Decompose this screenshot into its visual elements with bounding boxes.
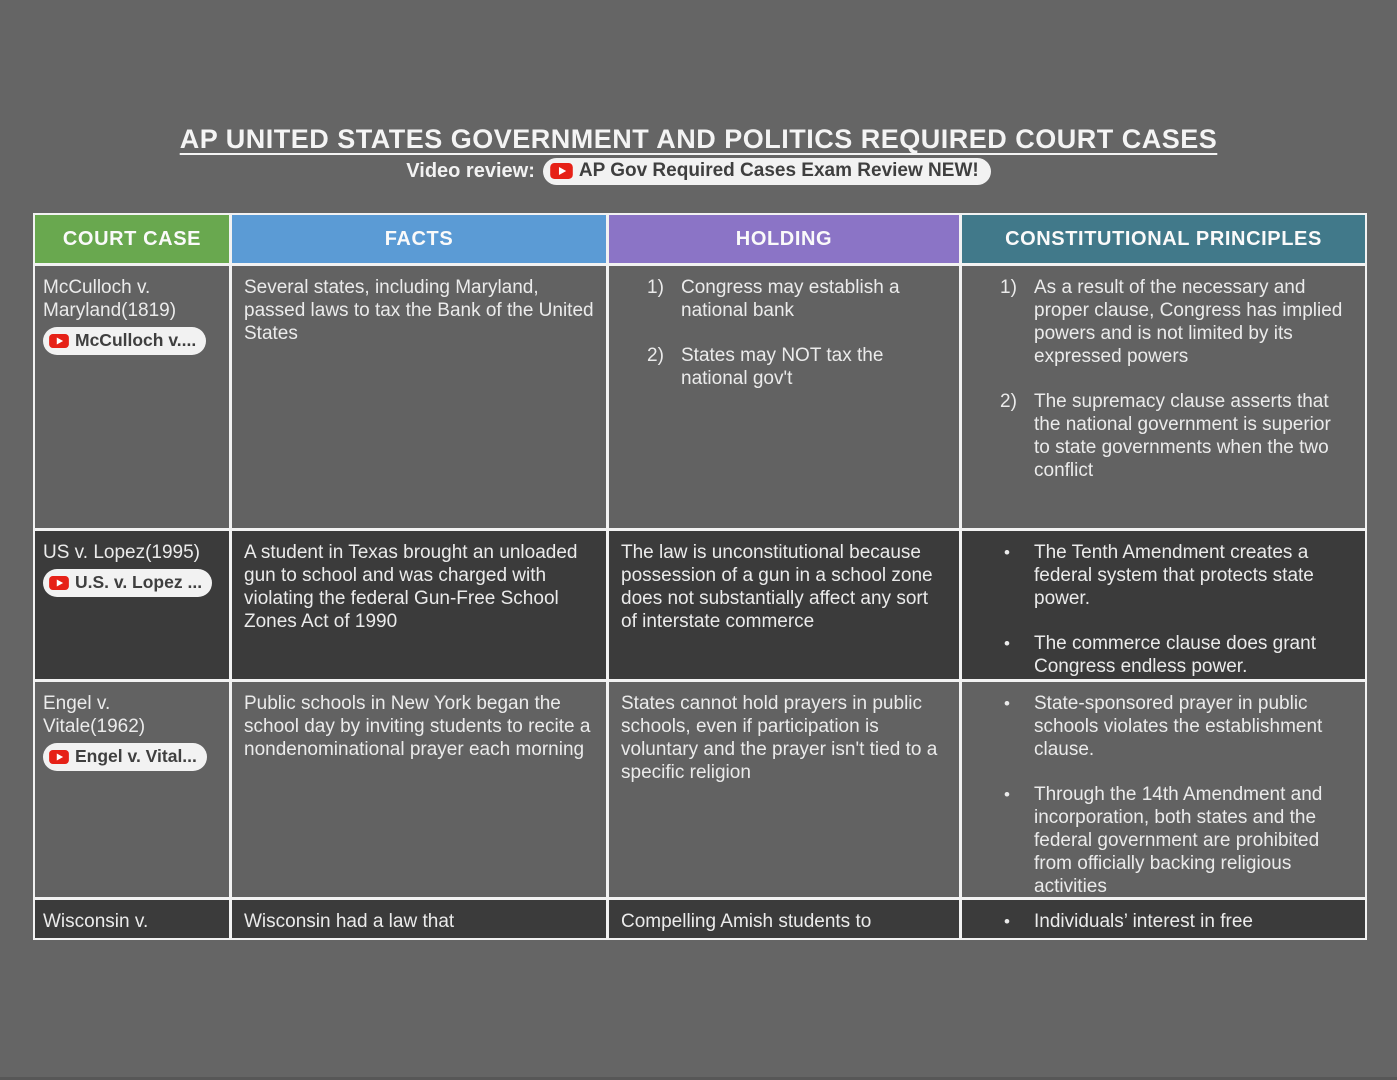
list-item: • The Tenth Amendment creates a federal s…	[976, 541, 1351, 610]
court-case-cell: US v. Lopez(1995) U.S. v. Lopez ...	[35, 531, 229, 679]
list-marker: 1)	[1000, 277, 1017, 298]
facts-text: Wisconsin had a law that	[244, 911, 455, 932]
list-item-text: State-sponsored prayer in public schools…	[1034, 693, 1323, 760]
list-item: Compelling Amish students to	[621, 910, 947, 933]
facts-text: Several states, including Maryland, pass…	[244, 277, 594, 344]
list-marker: 2)	[1000, 391, 1017, 412]
case-name-line: Maryland(1819)	[43, 300, 177, 321]
holding-cell: Compelling Amish students to	[609, 900, 959, 938]
case-name-line: Engel v.	[43, 693, 111, 714]
header-holding: HOLDING	[609, 215, 959, 263]
list-marker: •	[1004, 694, 1010, 713]
list-item: 1) As a result of the necessary and prope…	[976, 276, 1351, 368]
holding-cell: States cannot hold prayers in public sch…	[609, 682, 959, 897]
youtube-icon	[550, 163, 573, 179]
list-marker: •	[1004, 785, 1010, 804]
facts-text: Public schools in New York began the sch…	[244, 693, 591, 760]
case-name-line: Wisconsin v.	[43, 911, 149, 932]
list-marker: •	[1004, 912, 1010, 931]
youtube-icon	[49, 333, 69, 348]
header-facts: FACTS	[232, 215, 606, 263]
list-marker: 2)	[647, 345, 664, 366]
video-review-line: Video review: AP Gov Required Cases Exam…	[0, 158, 1397, 185]
list-marker: •	[1004, 634, 1010, 653]
principles-cell: • The Tenth Amendment creates a federal s…	[962, 531, 1365, 679]
court-cases-table: COURT CASE FACTS HOLDING CONSTITUTIONAL …	[33, 213, 1367, 940]
video-review-badge-label: AP Gov Required Cases Exam Review NEW!	[578, 160, 979, 181]
list-marker: •	[1004, 543, 1010, 562]
court-case-cell: McCulloch v.Maryland(1819) McCulloch v..…	[35, 266, 229, 528]
case-name: McCulloch v.Maryland(1819)	[43, 276, 221, 322]
case-video-badge-label: Engel v. Vital...	[75, 746, 197, 766]
list-item-text: States cannot hold prayers in public sch…	[621, 693, 938, 783]
header-constitutional-principles: CONSTITUTIONAL PRINCIPLES	[962, 215, 1365, 263]
case-name-line: McCulloch v.	[43, 277, 151, 298]
list-item: 1) Congress may establish a national bank	[623, 276, 947, 322]
header-court-case: COURT CASE	[35, 215, 229, 263]
page-title: AP UNITED STATES GOVERNMENT AND POLITICS…	[179, 124, 1218, 154]
principles-cell: • State-sponsored prayer in public school…	[962, 682, 1365, 897]
list-item: • Through the 14th Amendment and incorpor…	[976, 783, 1351, 897]
principles-cell: • Individuals’ interest in free	[962, 900, 1365, 938]
principles-cell: 1) As a result of the necessary and prope…	[962, 266, 1365, 528]
court-case-cell: Engel v.Vitale(1962) Engel v. Vital...	[35, 682, 229, 897]
table-header-row: COURT CASE FACTS HOLDING CONSTITUTIONAL …	[35, 215, 1365, 263]
facts-cell: Public schools in New York began the sch…	[232, 682, 606, 897]
table-row: McCulloch v.Maryland(1819) McCulloch v..…	[35, 266, 1365, 528]
list-item: States cannot hold prayers in public sch…	[621, 692, 947, 784]
list-item-text: The commerce clause does grant Congress …	[1034, 633, 1316, 677]
list-item: 2) States may NOT tax the national gov't	[623, 344, 947, 390]
holding-cell: 1) Congress may establish a national bank…	[609, 266, 959, 528]
case-name: Wisconsin v.	[43, 910, 221, 933]
case-video-badge-label: U.S. v. Lopez ...	[75, 572, 203, 592]
list-item: • State-sponsored prayer in public school…	[976, 692, 1351, 761]
video-review-label: Video review:	[406, 160, 535, 182]
list-item-text: The Tenth Amendment creates a federal sy…	[1034, 542, 1314, 609]
case-video-badge[interactable]: McCulloch v....	[43, 327, 207, 355]
list-item-text: Congress may establish a national bank	[681, 277, 900, 321]
case-video-badge[interactable]: U.S. v. Lopez ...	[43, 569, 213, 597]
case-name: US v. Lopez(1995)	[43, 541, 221, 564]
case-video-badge[interactable]: Engel v. Vital...	[43, 743, 207, 771]
list-item: • Individuals’ interest in free	[976, 910, 1351, 933]
facts-cell: Several states, including Maryland, pass…	[232, 266, 606, 528]
video-review-badge[interactable]: AP Gov Required Cases Exam Review NEW!	[542, 158, 991, 185]
list-item-text: The supremacy clause asserts that the na…	[1034, 391, 1331, 481]
list-item: • The commerce clause does grant Congress…	[976, 632, 1351, 678]
case-name-line: US v. Lopez(1995)	[43, 542, 201, 563]
bottom-edge-strip	[0, 1077, 1397, 1080]
youtube-icon	[49, 749, 69, 764]
list-marker: 1)	[647, 277, 664, 298]
list-item: The law is unconstitutional because poss…	[621, 541, 947, 633]
list-item-text: Compelling Amish students to	[621, 911, 872, 932]
facts-text: A student in Texas brought an unloaded g…	[244, 542, 578, 632]
list-item-text: As a result of the necessary and proper …	[1034, 277, 1343, 367]
facts-cell: Wisconsin had a law that	[232, 900, 606, 938]
list-item-text: The law is unconstitutional because poss…	[621, 542, 933, 632]
youtube-icon	[49, 575, 69, 590]
list-item-text: States may NOT tax the national gov't	[681, 345, 884, 389]
case-video-badge-label: McCulloch v....	[75, 330, 197, 350]
table-row: Engel v.Vitale(1962) Engel v. Vital... P…	[35, 682, 1365, 897]
list-item-text: Through the 14th Amendment and incorpora…	[1034, 784, 1323, 897]
court-case-cell: Wisconsin v.	[35, 900, 229, 938]
table-row: Wisconsin v. Wisconsin had a law that Co…	[35, 900, 1365, 938]
facts-cell: A student in Texas brought an unloaded g…	[232, 531, 606, 679]
list-item-text: Individuals’ interest in free	[1034, 911, 1253, 932]
list-item: 2) The supremacy clause asserts that the …	[976, 390, 1351, 482]
case-name-line: Vitale(1962)	[43, 716, 146, 737]
table-row: US v. Lopez(1995) U.S. v. Lopez ... A st…	[35, 531, 1365, 679]
holding-cell: The law is unconstitutional because poss…	[609, 531, 959, 679]
case-name: Engel v.Vitale(1962)	[43, 692, 221, 738]
